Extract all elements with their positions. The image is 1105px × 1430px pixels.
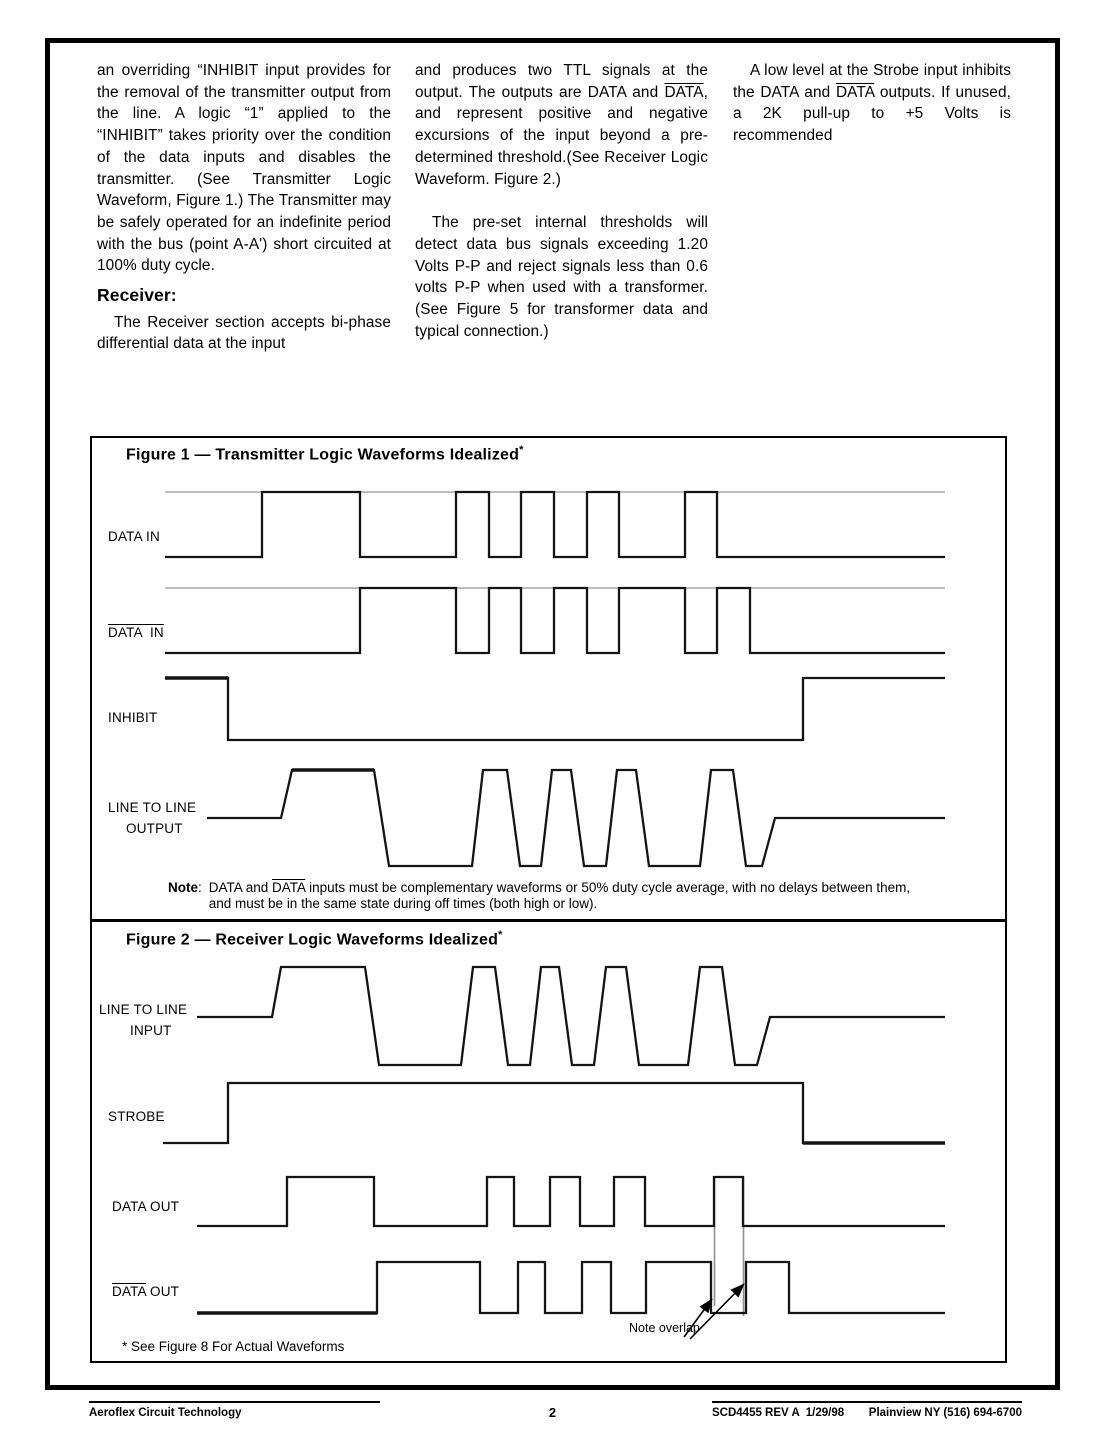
figure1-title-text: Figure 1 — Transmitter Logic Waveforms I…: [126, 446, 520, 464]
label-strobe: STROBE: [108, 1109, 165, 1124]
rich-text-segment: Note: [168, 880, 198, 895]
label-line-to-line-output-2: OUTPUT: [126, 821, 183, 836]
label-data-out-bar-rest: OUT: [146, 1284, 180, 1299]
label-data-in-bar: DATA IN: [108, 625, 164, 640]
rich-text-segment: and produces two TTL signals at the outp…: [415, 62, 708, 101]
footer-rule-right: [712, 1401, 1022, 1403]
figure2-asterisk: *: [498, 929, 503, 941]
rich-text-segment: DATA: [664, 83, 704, 101]
label-data-in-bar-text: DATA IN: [108, 625, 164, 640]
label-data-out-bar: DATA OUT: [112, 1284, 179, 1299]
paragraph-strobe: A low level at the Strobe input inhibits…: [733, 60, 1011, 147]
paragraph-transmitter: an overriding “INHIBIT input provides fo…: [97, 62, 391, 275]
footer-location: Plainview NY (516) 694-6700: [868, 1407, 1022, 1419]
paragraph-receiver-intro: The Receiver section accepts bi-phase di…: [97, 313, 391, 353]
rich-text-segment: outputs. If unused, a 2K pull-up to +5 V…: [733, 83, 1011, 145]
text-column-2: and produces two TTL signals at the outp…: [415, 60, 708, 342]
text-column-3: A low level at the Strobe input inhibits…: [733, 60, 1011, 147]
rich-text-segment: :: [198, 880, 202, 895]
figure1-title: Figure 1 — Transmitter Logic Waveforms I…: [126, 444, 524, 464]
figure-footnote: * See Figure 8 For Actual Waveforms: [122, 1339, 345, 1354]
rich-text-segment: A low level at the Strobe input inhibits…: [733, 62, 1011, 101]
footer-rule-left: [89, 1401, 380, 1403]
figure2-title: Figure 2 — Receiver Logic Waveforms Idea…: [126, 929, 503, 949]
note-label: Note:: [168, 880, 202, 912]
note-text: DATA and DATA inputs must be complementa…: [209, 880, 921, 912]
figure1-note: Note: DATA and DATA inputs must be compl…: [168, 880, 921, 912]
rich-text-segment: inputs must be complementary waveforms o…: [208, 880, 911, 911]
figure-frame: [90, 436, 1007, 1363]
label-data-in: DATA IN: [108, 529, 160, 544]
footer-page-number: 2: [548, 1405, 557, 1420]
label-data-out-bar-ov: DATA: [112, 1284, 147, 1299]
figure2-title-text: Figure 2 — Receiver Logic Waveforms Idea…: [126, 931, 499, 949]
footer-company: Aeroflex Circuit Technology: [89, 1407, 242, 1419]
footer-doc-code: SCD4455 REV A 1/29/98: [712, 1407, 845, 1419]
text-column-1: an overriding “INHIBIT input provides fo…: [97, 60, 391, 355]
figure1-asterisk: *: [519, 444, 524, 456]
footer-right: SCD4455 REV A 1/29/98 Plainview NY (516)…: [712, 1407, 1022, 1419]
figure-divider-line: [90, 919, 1007, 922]
label-line-to-line-input-1: LINE TO LINE: [99, 1002, 188, 1017]
paragraph-thresholds: The pre-set internal thresholds will det…: [415, 214, 708, 340]
label-line-to-line-output-1: LINE TO LINE: [108, 800, 197, 815]
note-overlap-label: Note overlap: [629, 1321, 700, 1335]
page-border: [45, 38, 1060, 1390]
label-inhibit: INHIBIT: [108, 710, 158, 725]
receiver-heading: Receiver:: [97, 285, 177, 306]
label-data-out: DATA OUT: [112, 1199, 180, 1214]
label-line-to-line-input-2: INPUT: [130, 1023, 172, 1038]
paragraph-outputs: and produces two TTL signals at the outp…: [415, 60, 708, 190]
rich-text-segment: DATA: [835, 83, 875, 101]
rich-text-segment: , and represent positive and negative ex…: [415, 83, 708, 188]
rich-text-segment: DATA: [272, 880, 306, 895]
rich-text-segment: DATA and: [208, 880, 273, 895]
